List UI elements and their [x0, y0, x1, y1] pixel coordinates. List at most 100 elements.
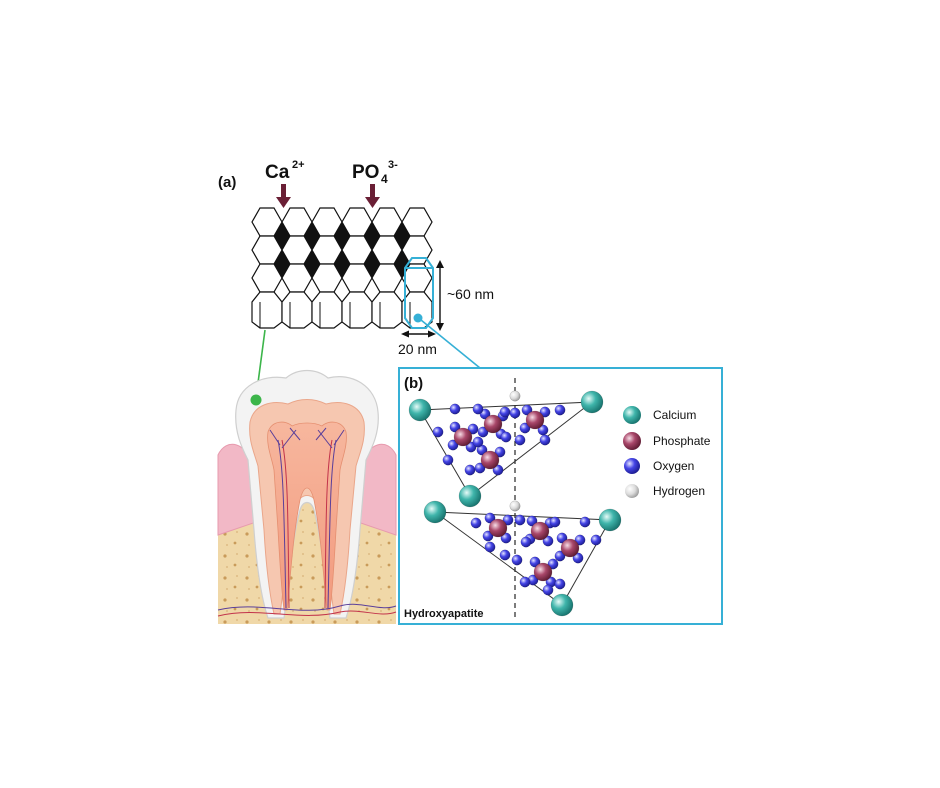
crystal-prism [341, 291, 373, 329]
panel-a: (a) Ca 2+ PO 4 3- [218, 159, 494, 399]
legend-oxygen-label: Oxygen [653, 459, 694, 473]
oxygen-atom [484, 512, 496, 524]
crystal-prism [251, 291, 283, 329]
oxygen-atom [499, 549, 511, 561]
phosphate-atom [533, 562, 553, 582]
legend-oxygen-swatch-icon [624, 458, 640, 474]
oxygen-atom [442, 454, 454, 466]
panel-a-tag: (a) [218, 174, 236, 191]
molecule-atoms [408, 390, 622, 617]
hydrogen-atom [509, 390, 521, 402]
phosphate-atom [530, 521, 550, 541]
oxygen-atom [519, 576, 531, 588]
legend-hydrogen-label: Hydrogen [653, 484, 705, 498]
panel-b-tag: (b) [404, 375, 423, 392]
upper-calcium-triangle [419, 401, 594, 497]
interstitial-diamond [274, 250, 290, 278]
oxygen-atom [484, 541, 496, 553]
crystallite-marker-dot [413, 313, 423, 323]
phosphate-ion-charge: 3- [388, 159, 398, 171]
oxygen-atom [449, 421, 461, 433]
height-label: ~60 nm [447, 286, 494, 302]
oxygen-atom [554, 578, 566, 590]
legend-hydrogen-swatch-icon [625, 484, 639, 498]
phosphate-ion-subscript: 4 [381, 172, 388, 186]
oxygen-atom [574, 534, 586, 546]
oxygen-atom [449, 403, 461, 415]
oxygen-atom [492, 464, 504, 476]
phosphate-ion-label: PO 4 3- [352, 159, 398, 186]
interstitial-diamond [334, 250, 350, 278]
crystal-lattice [251, 207, 433, 329]
oxygen-atom [554, 404, 566, 416]
phosphate-ion-text: PO [352, 162, 379, 183]
oxygen-atom [519, 422, 531, 434]
phosphate-atom [483, 414, 503, 434]
enamel-marker-dot [250, 394, 262, 406]
oxygen-atom [521, 404, 533, 416]
oxygen-atom [500, 431, 512, 443]
calcium-atom [550, 593, 574, 617]
phosphate-atom [480, 450, 500, 470]
oxygen-atom [477, 426, 489, 438]
crystal-prism [401, 291, 433, 329]
blue-connector-line [420, 319, 481, 369]
legend-calcium-swatch-icon [623, 406, 641, 424]
oxygen-atom [556, 532, 568, 544]
oxygen-atom [514, 434, 526, 446]
calcium-ion-text: Ca [265, 162, 290, 183]
highlighted-crystallite [404, 257, 434, 329]
oxygen-atom [509, 407, 521, 419]
phosphate-atom [560, 538, 580, 558]
height-dimension-arrow [436, 260, 444, 331]
oxygen-atom [514, 514, 526, 526]
oxygen-atom [500, 532, 512, 544]
calcium-ion-label: Ca 2+ [265, 159, 305, 183]
interstitial-diamond [304, 250, 320, 278]
calcium-arrow-icon [276, 184, 291, 208]
legend-phosphate-label: Phosphate [653, 434, 711, 448]
crystal-prism [371, 291, 403, 329]
oxygen-atom [590, 534, 602, 546]
phosphate-atom [525, 410, 545, 430]
oxygen-atom [539, 434, 551, 446]
calcium-atom [458, 484, 482, 508]
calcium-atom [598, 508, 622, 532]
oxygen-atom [464, 464, 476, 476]
phosphate-atom [488, 518, 508, 538]
oxygen-atom [472, 436, 484, 448]
interstitial-diamond [364, 250, 380, 278]
hydroxyapatite-label: Hydroxyapatite [404, 608, 483, 620]
oxygen-atom [499, 406, 511, 418]
oxygen-atom [511, 554, 523, 566]
oxygen-atom [542, 535, 554, 547]
legend-phosphate-swatch-icon [623, 432, 641, 450]
oxygen-atom [467, 423, 479, 435]
interstitial-diamond [274, 222, 290, 250]
oxygen-atom [502, 514, 514, 526]
oxygen-atom [529, 556, 541, 568]
oxygen-atom [470, 517, 482, 529]
oxygen-atom [539, 406, 551, 418]
calcium-atom [580, 390, 604, 414]
crystal-prism [311, 291, 343, 329]
width-dimension-arrow [401, 330, 436, 338]
panel-b: (b) Hydroxyapatite CalciumPhosphateOxyge… [398, 367, 723, 625]
oxygen-atom [494, 446, 506, 458]
interstitial-diamond [334, 222, 350, 250]
oxygen-atom [447, 439, 459, 451]
interstitial-diamond [394, 222, 410, 250]
oxygen-atom [572, 552, 584, 564]
oxygen-atom [547, 558, 559, 570]
legend-calcium-label: Calcium [653, 408, 696, 422]
calcium-ion-charge: 2+ [292, 159, 305, 171]
interstitial-diamond [304, 222, 320, 250]
crystal-prism [281, 291, 313, 329]
oxygen-atom [526, 515, 538, 527]
calcium-atom [408, 398, 432, 422]
oxygen-atom [554, 550, 566, 562]
phosphate-arrow-icon [365, 184, 380, 208]
phosphate-atom [453, 427, 473, 447]
